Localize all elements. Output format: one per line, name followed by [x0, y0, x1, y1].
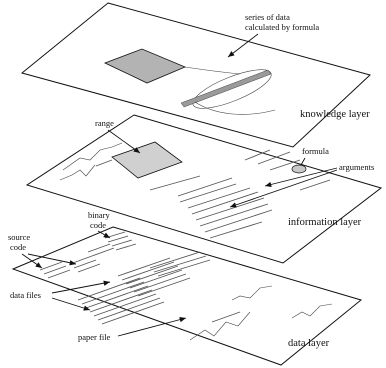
data-files-block [77, 251, 211, 325]
series-connector [184, 66, 241, 75]
source-code-listing [39, 243, 115, 279]
arguments-arrow-1 [264, 167, 338, 188]
information-plane [25, 114, 383, 264]
paper-file-text [211, 311, 241, 323]
source-code-arrow-2 [27, 253, 77, 266]
binary-code-arrow [97, 230, 111, 239]
data-files-arrow-1 [51, 280, 111, 294]
formula-series-ellipse [192, 69, 272, 109]
paper-file-plot-1 [189, 311, 251, 341]
paper-file-plot-2 [231, 285, 273, 301]
information-layer-label: information layer [288, 217, 362, 228]
paper-file-plot-3 [291, 303, 333, 319]
series-strip [180, 69, 272, 108]
paper-file-arrow [117, 317, 187, 337]
range-block [111, 141, 183, 179]
data-files-arrow-2 [51, 297, 91, 311]
knowledge-layer: series of data calculated by formula kno… [20, 2, 371, 148]
doc-text-left-2 [59, 164, 96, 181]
data-plane [11, 226, 363, 366]
information-layer: range formula arguments information laye… [25, 114, 383, 264]
source-code-arrow-1 [21, 253, 43, 269]
arguments-label: arguments [339, 162, 374, 172]
knowledge-plane [20, 2, 371, 148]
series-label-line2: calculated by formula [245, 22, 319, 32]
formula-marker [291, 164, 307, 174]
paper-file-label: paper file [78, 332, 111, 342]
information-text [95, 149, 331, 239]
binary-code-label-line1: binary [88, 210, 110, 220]
range-label: range [95, 118, 114, 128]
data-files-label: data files [10, 290, 41, 300]
source-code-label-line2: code [10, 242, 26, 252]
series-underline [194, 101, 276, 115]
formula-arrow [300, 157, 306, 166]
source-code-label-line1: source [8, 232, 30, 242]
range-arrow [107, 129, 141, 154]
data-layer-label: data layer [288, 338, 330, 349]
series-arrow [227, 33, 259, 58]
series-label-line1: series of data [245, 12, 290, 22]
binary-code-label-line2: code [90, 220, 106, 230]
doc-text-left [62, 142, 123, 171]
arguments-arrow-2 [229, 169, 338, 208]
data-layer: binary code source code data files paper… [8, 210, 363, 366]
formula-label: formula [302, 146, 329, 156]
knowledge-layer-label: knowledge layer [300, 109, 370, 120]
